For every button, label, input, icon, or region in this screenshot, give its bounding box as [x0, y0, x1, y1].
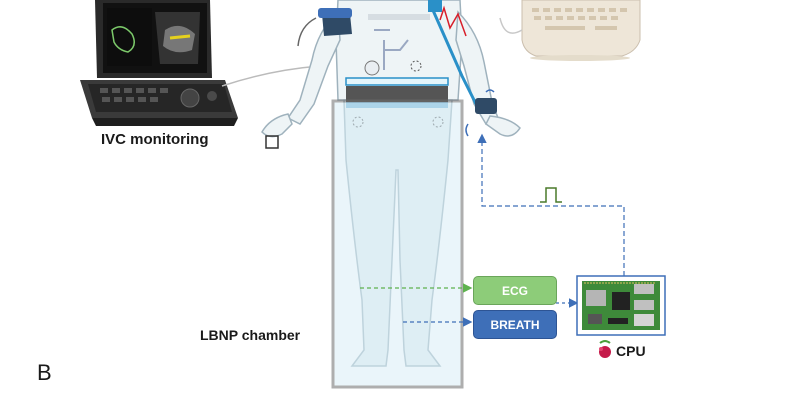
ecg-signal-box: ECG: [473, 276, 557, 305]
ecg-electrode-2: [410, 60, 422, 72]
raspberry-pi-board-icon: [576, 275, 666, 336]
lbnp-chamber-label: LBNP chamber: [200, 327, 301, 343]
cpu-label: CPU: [616, 343, 646, 359]
pressure-wave: [439, 5, 467, 37]
arterial-line: [430, 7, 478, 105]
pulse-signal-icon: [540, 187, 562, 203]
lbnp-chamber-box: [331, 99, 464, 389]
panel-letter: B: [37, 360, 52, 385]
pulse-oximeter: [265, 135, 279, 149]
collar: [368, 14, 430, 20]
breath-signal-box: BREATH: [473, 310, 557, 339]
wrist-device: [465, 89, 497, 137]
arterial-connector: [428, 0, 442, 12]
raspberry-logo-icon: [599, 340, 611, 358]
chest-lines: [374, 29, 409, 70]
ivc-monitoring-label: IVC monitoring: [101, 131, 209, 148]
ultrasound-machine-icon: [80, 0, 238, 126]
bp-cuff-icon: [297, 8, 352, 47]
laptop-device-icon: [521, 0, 641, 61]
trigger-line: [477, 133, 625, 276]
chamber-seal-dark: [346, 86, 448, 102]
chamber-seal: [345, 77, 449, 86]
ultrasound-probe: [364, 60, 380, 76]
laptop-cable: [499, 17, 523, 34]
